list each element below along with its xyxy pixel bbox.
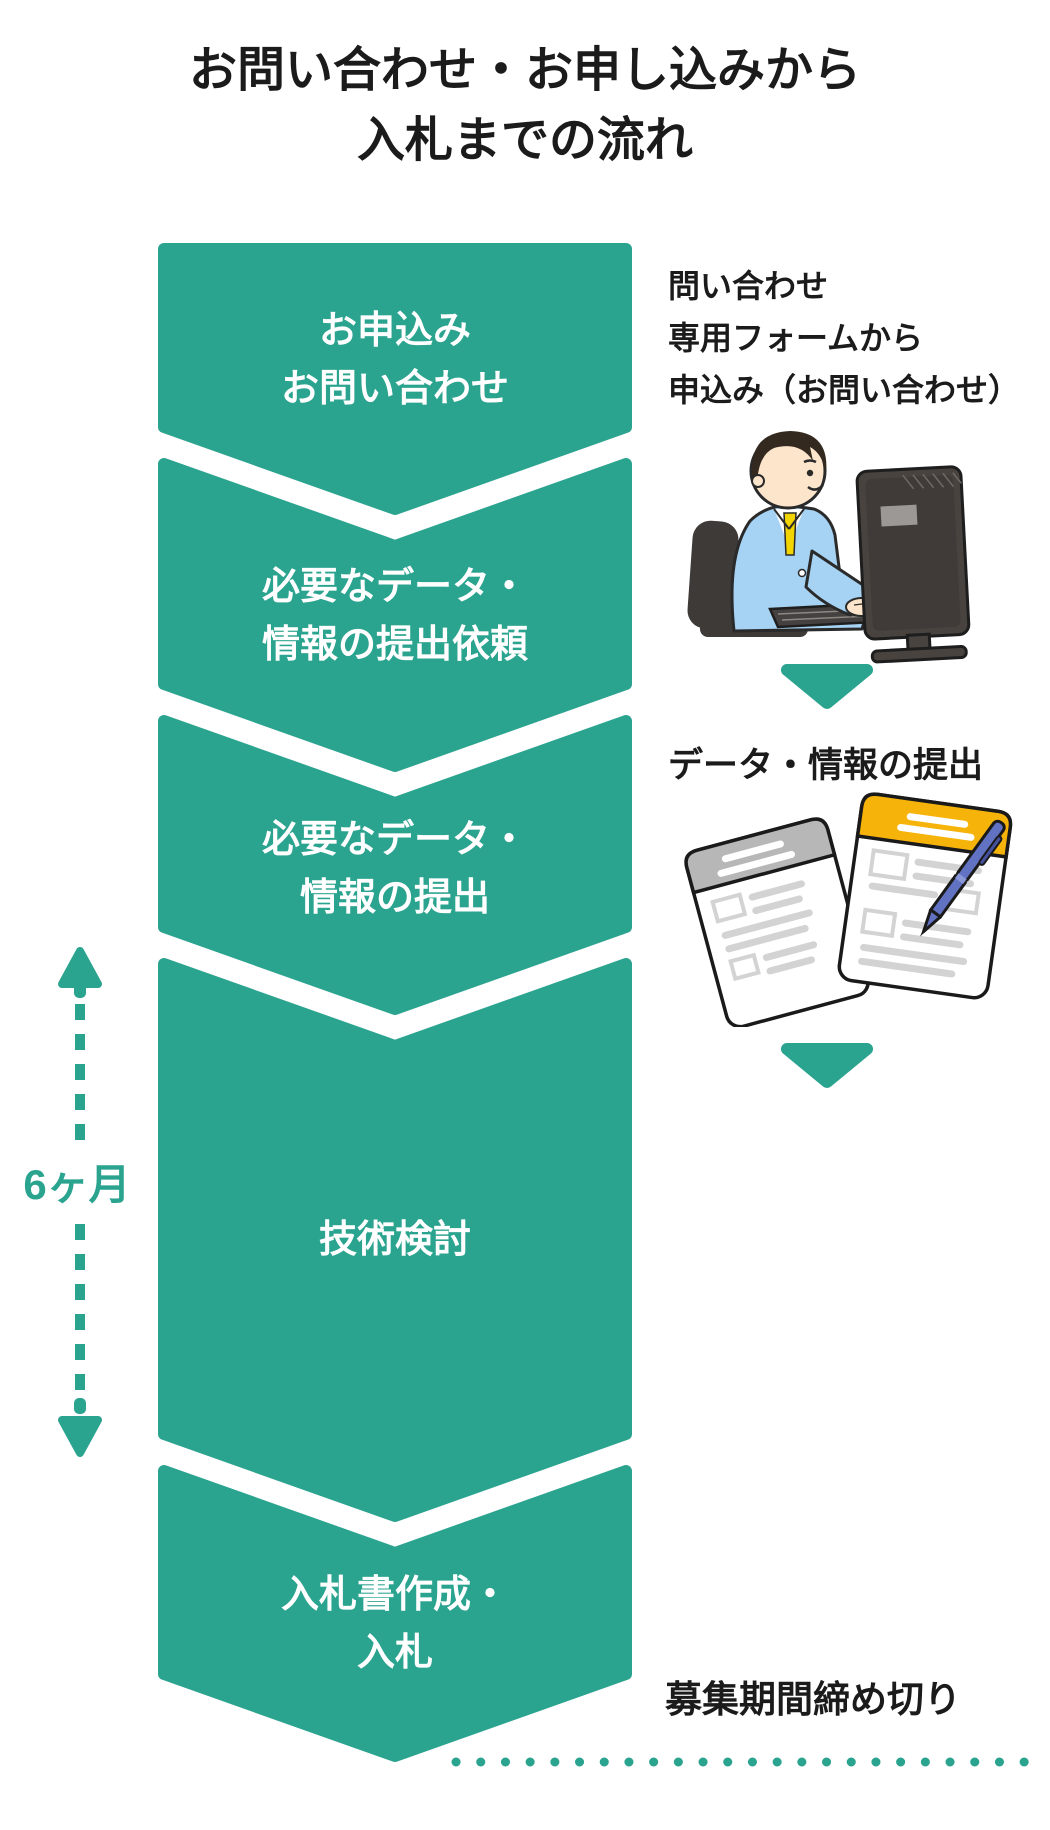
smile: [807, 484, 824, 491]
computer-monitor: [855, 465, 971, 664]
step-label-technical-review: 技術検討: [164, 1182, 626, 1298]
step-label-bidding: 入札書作成・ 入札: [164, 1564, 626, 1684]
down-triangle-icon: [781, 664, 873, 709]
step-label-line: お申込み: [318, 310, 471, 352]
eye: [806, 469, 814, 477]
inquiry-note-line-1: 問い合わせ: [668, 268, 829, 304]
data-submission-note: データ・情報の提出: [668, 746, 984, 785]
page-title-line-2: 入札までの流れ: [356, 114, 693, 167]
head: [749, 431, 827, 510]
document-back: [684, 817, 870, 1027]
ear: [751, 474, 765, 488]
tie: [783, 512, 797, 556]
monitor-label: [880, 504, 918, 527]
chevron-step-1: [158, 243, 632, 515]
inquiry-note-line-3: 申込み（お問い合わせ）: [668, 372, 1021, 408]
step-label-data-submission: 必要なデータ・ 情報の提出: [164, 809, 626, 929]
chevron-step-5: [158, 1465, 632, 1762]
chevron-step-3: [158, 715, 632, 1015]
chevron-steps: [158, 243, 632, 1762]
step-label-data-request: 必要なデータ・ 情報の提出依頼: [164, 556, 626, 676]
step-label-line: 情報の提出: [299, 877, 490, 919]
hair: [752, 431, 827, 487]
arrow-down-head: [58, 1416, 102, 1457]
suit-button: [797, 568, 807, 578]
person-at-computer-illustration: [687, 431, 971, 664]
eyebrow: [803, 459, 817, 464]
document-front: [837, 792, 1013, 1000]
monitor-base: [870, 645, 968, 664]
documents-and-pen-illustration: [684, 792, 1013, 1027]
monitor-vent-lines: [902, 472, 962, 490]
step-label-line: 情報の提出依頼: [261, 624, 528, 666]
step-label-line: 必要なデータ・: [261, 819, 528, 861]
pen: [919, 819, 1006, 937]
step-label-line: 入札書作成・: [280, 1574, 509, 1616]
deadline-note: 募集期間締め切り: [665, 1679, 961, 1720]
inquiry-note: 問い合わせ 専用フォームから 申込み（お問い合わせ）: [668, 260, 1020, 416]
arrow-up-head: [58, 947, 102, 988]
double-headed-dashed-arrow-icon: [58, 947, 102, 1457]
step-label-line: 技術検討: [318, 1219, 471, 1261]
arrow-stub: [74, 982, 86, 998]
down-triangle-icon: [781, 1043, 873, 1088]
step-label-line: 入札: [356, 1632, 433, 1674]
chevron-step-4: [158, 958, 632, 1522]
page-title: お問い合わせ・お申し込みから 入札までの流れ: [0, 36, 1050, 176]
page-title-line-1: お問い合わせ・お申し込みから: [188, 44, 861, 97]
lapel-lines: [773, 508, 805, 530]
inquiry-note-line-2: 専用フォームから: [668, 320, 924, 356]
duration-label: 6ヶ月: [23, 1161, 131, 1208]
arrow-stub: [74, 1398, 86, 1414]
chevron-step-2: [158, 458, 632, 772]
step-label-line: 必要なデータ・: [261, 566, 528, 608]
step-label-line: お問い合わせ: [280, 368, 509, 410]
step-label-application-inquiry: お申込み お問い合わせ: [164, 300, 626, 420]
